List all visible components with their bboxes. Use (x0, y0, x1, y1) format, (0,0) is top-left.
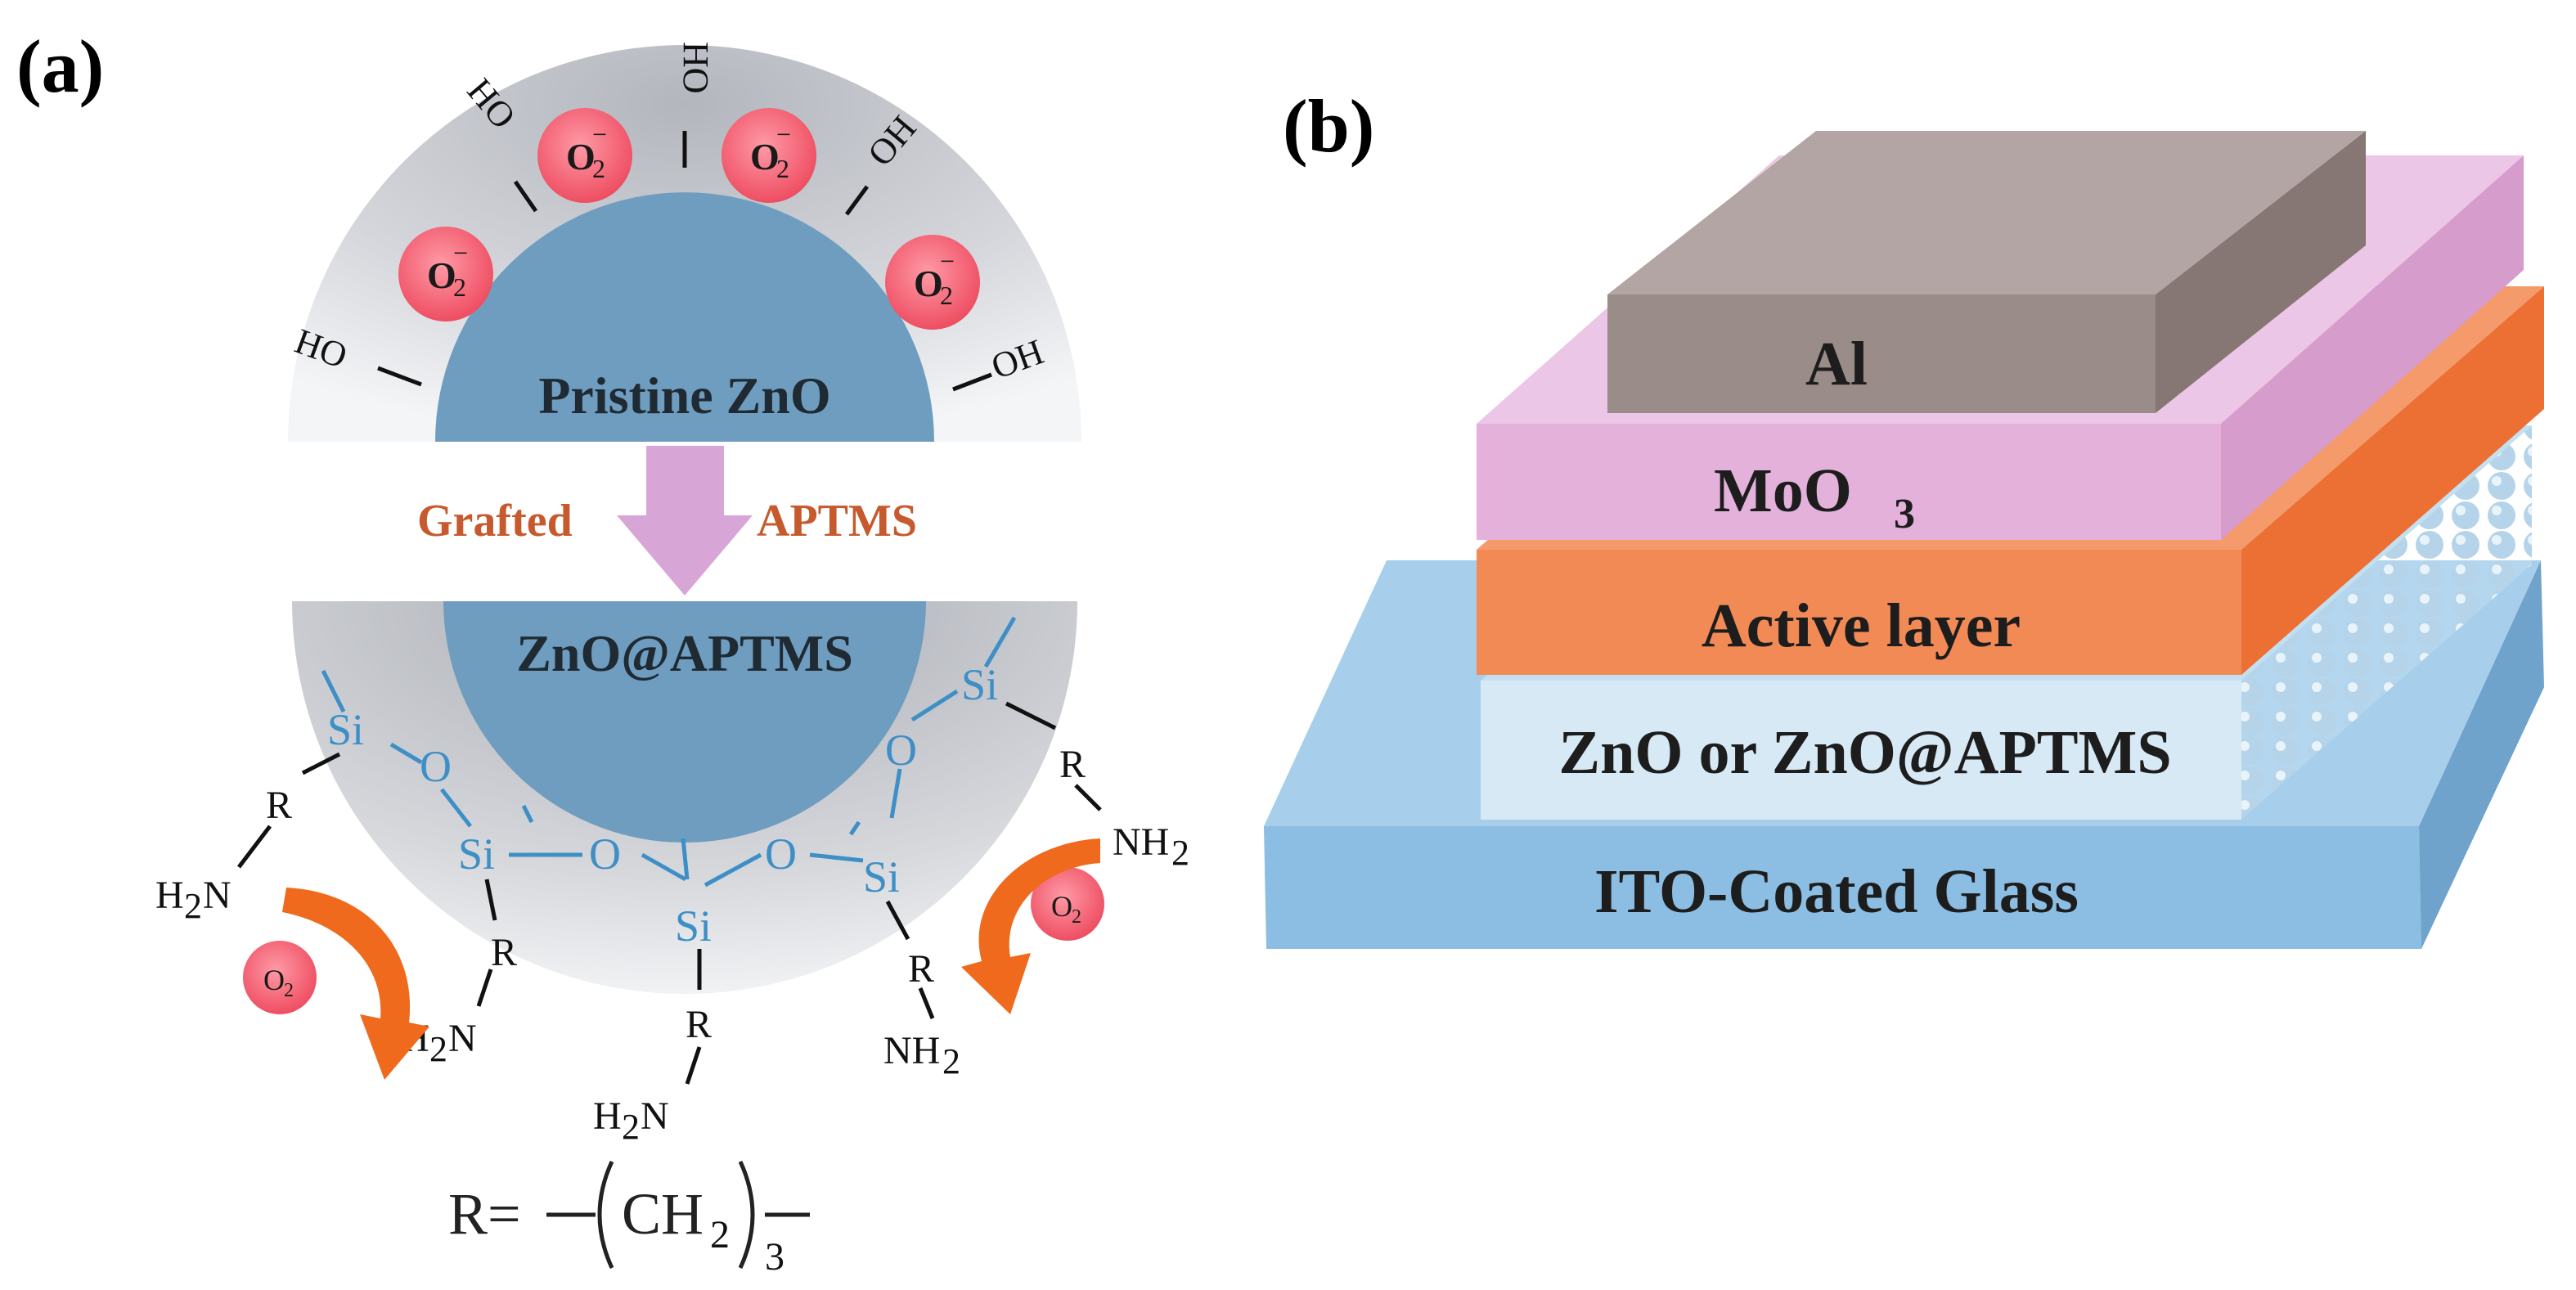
svg-text:−: − (940, 246, 955, 276)
amine-3: R H 2 N (593, 1003, 712, 1147)
svg-text:2: 2 (1171, 833, 1189, 873)
svg-text:O: O (765, 829, 797, 879)
amine-1: R H 2 N (155, 784, 292, 926)
layer-label-zno: ZnO or ZnO@APTMS (1558, 718, 2171, 787)
svg-text:N: N (448, 1017, 477, 1060)
coated-core-label: ZnO@APTMS (516, 624, 853, 682)
svg-text:H: H (593, 1094, 622, 1138)
svg-text:R: R (266, 784, 292, 827)
siloxane-atoms: Si O Si O Si O Si O Si (327, 660, 998, 951)
svg-text:HO: HO (676, 42, 716, 94)
deflect-arrow-right (961, 838, 1100, 1014)
arrow-label-grafted: Grafted (417, 496, 573, 546)
svg-text:2: 2 (710, 1213, 730, 1256)
svg-text:R: R (1059, 743, 1086, 786)
grafting-arrow: Grafted APTMS (417, 446, 917, 596)
superoxide-3: O 2 − (722, 108, 816, 203)
panel-a-label: (a) (16, 25, 104, 108)
oxygen-right: O 2 (1031, 867, 1104, 941)
svg-text:N: N (203, 874, 232, 917)
svg-text:MoO: MoO (1714, 456, 1852, 525)
superoxide-2: O 2 − (537, 108, 632, 203)
amine-2: R H 2 N (401, 931, 517, 1069)
svg-text:R: R (686, 1003, 712, 1046)
svg-text:−: − (592, 119, 607, 149)
svg-text:H: H (155, 874, 184, 917)
svg-text:2: 2 (284, 980, 294, 1001)
svg-text:−: − (776, 119, 791, 149)
amine-5: R NH 2 (1059, 743, 1189, 873)
svg-text:O: O (263, 964, 285, 996)
svg-text:Si: Si (327, 705, 364, 754)
svg-text:R=: R= (448, 1181, 521, 1247)
superoxide-4: O 2 − (885, 235, 980, 330)
svg-text:CH: CH (622, 1181, 704, 1247)
svg-text:2: 2 (453, 272, 466, 302)
svg-text:2: 2 (184, 886, 202, 926)
layer-label-moo3: MoO 3 (1714, 456, 1915, 537)
svg-text:NH: NH (883, 1029, 940, 1072)
panel-a: (a) Pristine ZnO O 2 − O 2 − O 2 (16, 25, 1189, 1279)
svg-text:O: O (427, 254, 456, 296)
svg-text:Si: Si (961, 660, 998, 709)
svg-text:R: R (908, 947, 934, 991)
amine-4: R NH 2 (883, 947, 960, 1081)
pristine-particle: Pristine ZnO O 2 − O 2 − O 2 − (288, 42, 1081, 443)
svg-text:−: − (453, 238, 468, 267)
layer-label-active: Active layer (1702, 591, 2021, 660)
svg-text:O: O (1051, 890, 1072, 923)
deflect-arrow-left (282, 888, 429, 1080)
superoxide-1: O 2 − (398, 227, 493, 321)
pristine-core (435, 192, 934, 443)
svg-text:2: 2 (942, 1041, 960, 1081)
svg-text:3: 3 (765, 1235, 784, 1279)
svg-text:2: 2 (429, 1029, 447, 1069)
oxygen-left: O 2 (243, 941, 317, 1014)
r-chains (237, 701, 1102, 1085)
coated-particle: ZnO@APTMS Si O Si O (155, 601, 1189, 1147)
svg-text:R: R (491, 931, 517, 974)
svg-text:Si: Si (863, 852, 900, 901)
arrow-label-aptms: APTMS (757, 496, 917, 546)
svg-text:O: O (589, 829, 621, 879)
svg-text:O: O (750, 136, 780, 178)
svg-text:3: 3 (1894, 491, 1915, 537)
svg-text:2: 2 (776, 154, 789, 183)
panel-b-label: (b) (1283, 84, 1374, 168)
svg-text:2: 2 (592, 154, 605, 183)
svg-text:O: O (566, 136, 596, 178)
hydroxyl-3: HO (676, 42, 716, 168)
layer-label-ito: ITO-Coated Glass (1594, 857, 2079, 926)
coated-core (443, 601, 926, 843)
pristine-core-label: Pristine ZnO (538, 366, 830, 425)
svg-text:O: O (914, 263, 943, 304)
svg-text:O: O (885, 726, 917, 775)
svg-text:Si: Si (675, 901, 712, 951)
layer-al: Al (1607, 131, 2366, 413)
svg-text:O: O (420, 742, 452, 791)
svg-text:Si: Si (458, 829, 495, 879)
layer-label-al: Al (1805, 330, 1868, 398)
svg-text:2: 2 (940, 281, 953, 310)
panel-b: (b) ITO-Coated Glass ZnO or ZnO@APTMS Ac… (1264, 84, 2544, 949)
svg-text:N: N (641, 1094, 669, 1138)
svg-text:2: 2 (622, 1107, 640, 1147)
svg-text:NH: NH (1113, 820, 1169, 864)
siloxane-bonds (321, 616, 1017, 888)
r-formula: R= CH 2 3 (448, 1160, 810, 1279)
svg-text:2: 2 (1072, 906, 1081, 928)
